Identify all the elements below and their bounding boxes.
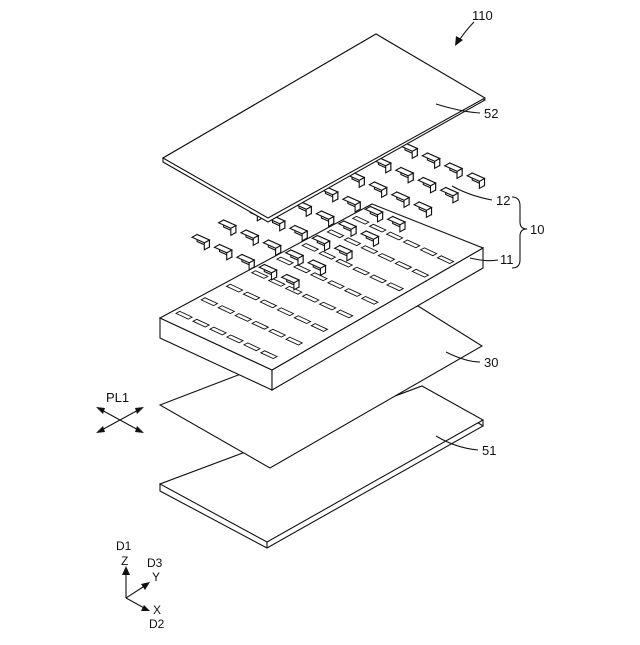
lens-element-face	[396, 168, 413, 176]
lens-element-face	[263, 240, 280, 248]
lens-element-face	[290, 226, 307, 234]
lens-element	[441, 188, 458, 203]
axis-y-arrowhead	[141, 582, 150, 590]
axis-label-z: Z	[121, 554, 128, 568]
reference-labels: 110 52 12 10 11 30 51	[472, 8, 544, 458]
lens-element-face	[219, 220, 236, 228]
pl1-arrowhead	[135, 426, 144, 433]
lens-element	[219, 220, 236, 235]
lens-element	[422, 153, 439, 168]
lens-element	[343, 197, 360, 212]
pl1-arrowhead	[135, 407, 144, 414]
axis-label-d3: D3	[147, 556, 163, 570]
coordinate-axes: D1 Z D3 Y X D2	[116, 539, 165, 631]
lens-element	[467, 173, 484, 188]
lens-element	[396, 168, 413, 183]
polarization-indicator: PL1	[96, 390, 144, 433]
lens-element-face	[392, 192, 409, 200]
label-110: 110	[472, 8, 493, 23]
lens-element	[369, 182, 386, 197]
lens-element-face	[241, 230, 258, 238]
lens-element-face	[343, 197, 360, 205]
lens-element-face	[441, 188, 458, 196]
lens-element-face	[414, 202, 431, 210]
lens-element-face	[214, 245, 231, 253]
label-51: 51	[482, 443, 496, 458]
brace-10	[512, 197, 527, 268]
lens-element-face	[422, 153, 439, 161]
lens-element	[316, 211, 333, 226]
lens-element	[392, 192, 409, 207]
lens-element-face	[237, 255, 254, 263]
axis-label-d2: D2	[149, 617, 165, 631]
lens-element	[241, 230, 258, 245]
label-10: 10	[530, 222, 544, 237]
label-pl1: PL1	[106, 390, 129, 405]
lens-element	[263, 240, 280, 255]
lens-element	[414, 202, 431, 217]
lens-element	[214, 245, 231, 260]
lens-element	[192, 235, 209, 250]
lens-element	[445, 163, 462, 178]
label-52: 52	[484, 106, 498, 121]
lens-element-face	[192, 235, 209, 243]
top-sheet-52	[163, 34, 485, 222]
pl1-arrowhead	[96, 407, 105, 414]
lens-element	[290, 226, 307, 241]
leader-110-arrowhead	[455, 36, 463, 46]
pl1-arrowhead	[96, 426, 105, 433]
axis-label-y: Y	[152, 570, 160, 584]
lens-element-face	[316, 211, 333, 219]
label-12: 12	[496, 193, 510, 208]
label-30: 30	[484, 355, 498, 370]
label-11: 11	[500, 252, 514, 267]
axis-label-x: X	[153, 603, 161, 617]
lens-element-face	[445, 163, 462, 171]
axis-label-d1: D1	[116, 539, 132, 553]
lens-element-face	[369, 182, 386, 190]
lens-element	[418, 178, 435, 193]
lens-element-face	[418, 178, 435, 186]
lens-element	[237, 255, 254, 270]
lens-element-face	[467, 173, 484, 181]
axis-x-arrowhead	[141, 605, 150, 611]
